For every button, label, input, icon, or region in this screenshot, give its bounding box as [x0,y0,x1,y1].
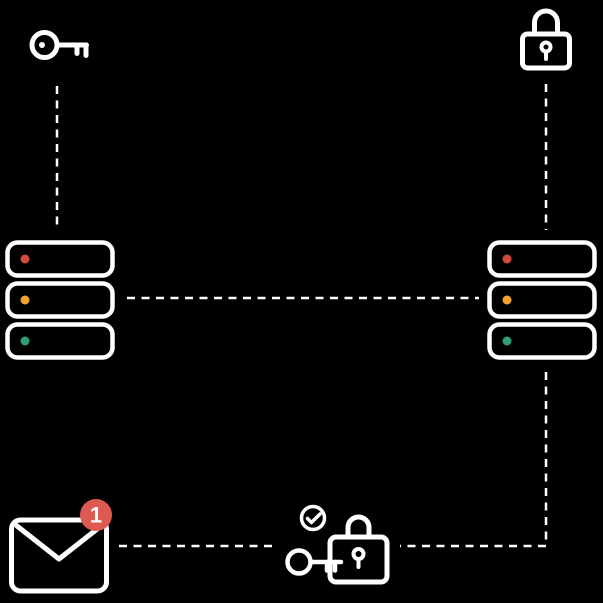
led-green [20,336,30,346]
key-icon [29,30,89,60]
notification-badge [80,499,112,531]
key-hole [39,42,45,48]
server-bay [5,240,115,278]
server-stack-right [487,240,597,360]
envelope-flap [14,523,104,562]
envelope-body [9,517,109,594]
led-amber [502,295,512,305]
verified-check-circle [299,504,327,532]
padlock-icon [520,8,572,71]
server-bay [487,281,597,319]
unlock-key-group [285,504,390,585]
padlock-body [327,534,390,585]
connector-right-server-to-unlock [400,372,548,548]
server-stack-left [5,240,115,360]
led-amber [20,295,30,305]
key-head [285,548,313,576]
mail-icon: 1 [9,499,112,594]
notification-badge-count: 1 [90,503,102,528]
led-green [502,336,512,346]
padlock-body [520,31,572,71]
server-bay [5,322,115,360]
verified-check-mark [305,512,322,525]
led-red [20,254,30,264]
server-bay [487,240,597,278]
server-bay [487,322,597,360]
led-red [502,254,512,264]
server-bay [5,281,115,319]
padlock-shackle [532,8,560,37]
padlock-shackle [345,514,372,540]
